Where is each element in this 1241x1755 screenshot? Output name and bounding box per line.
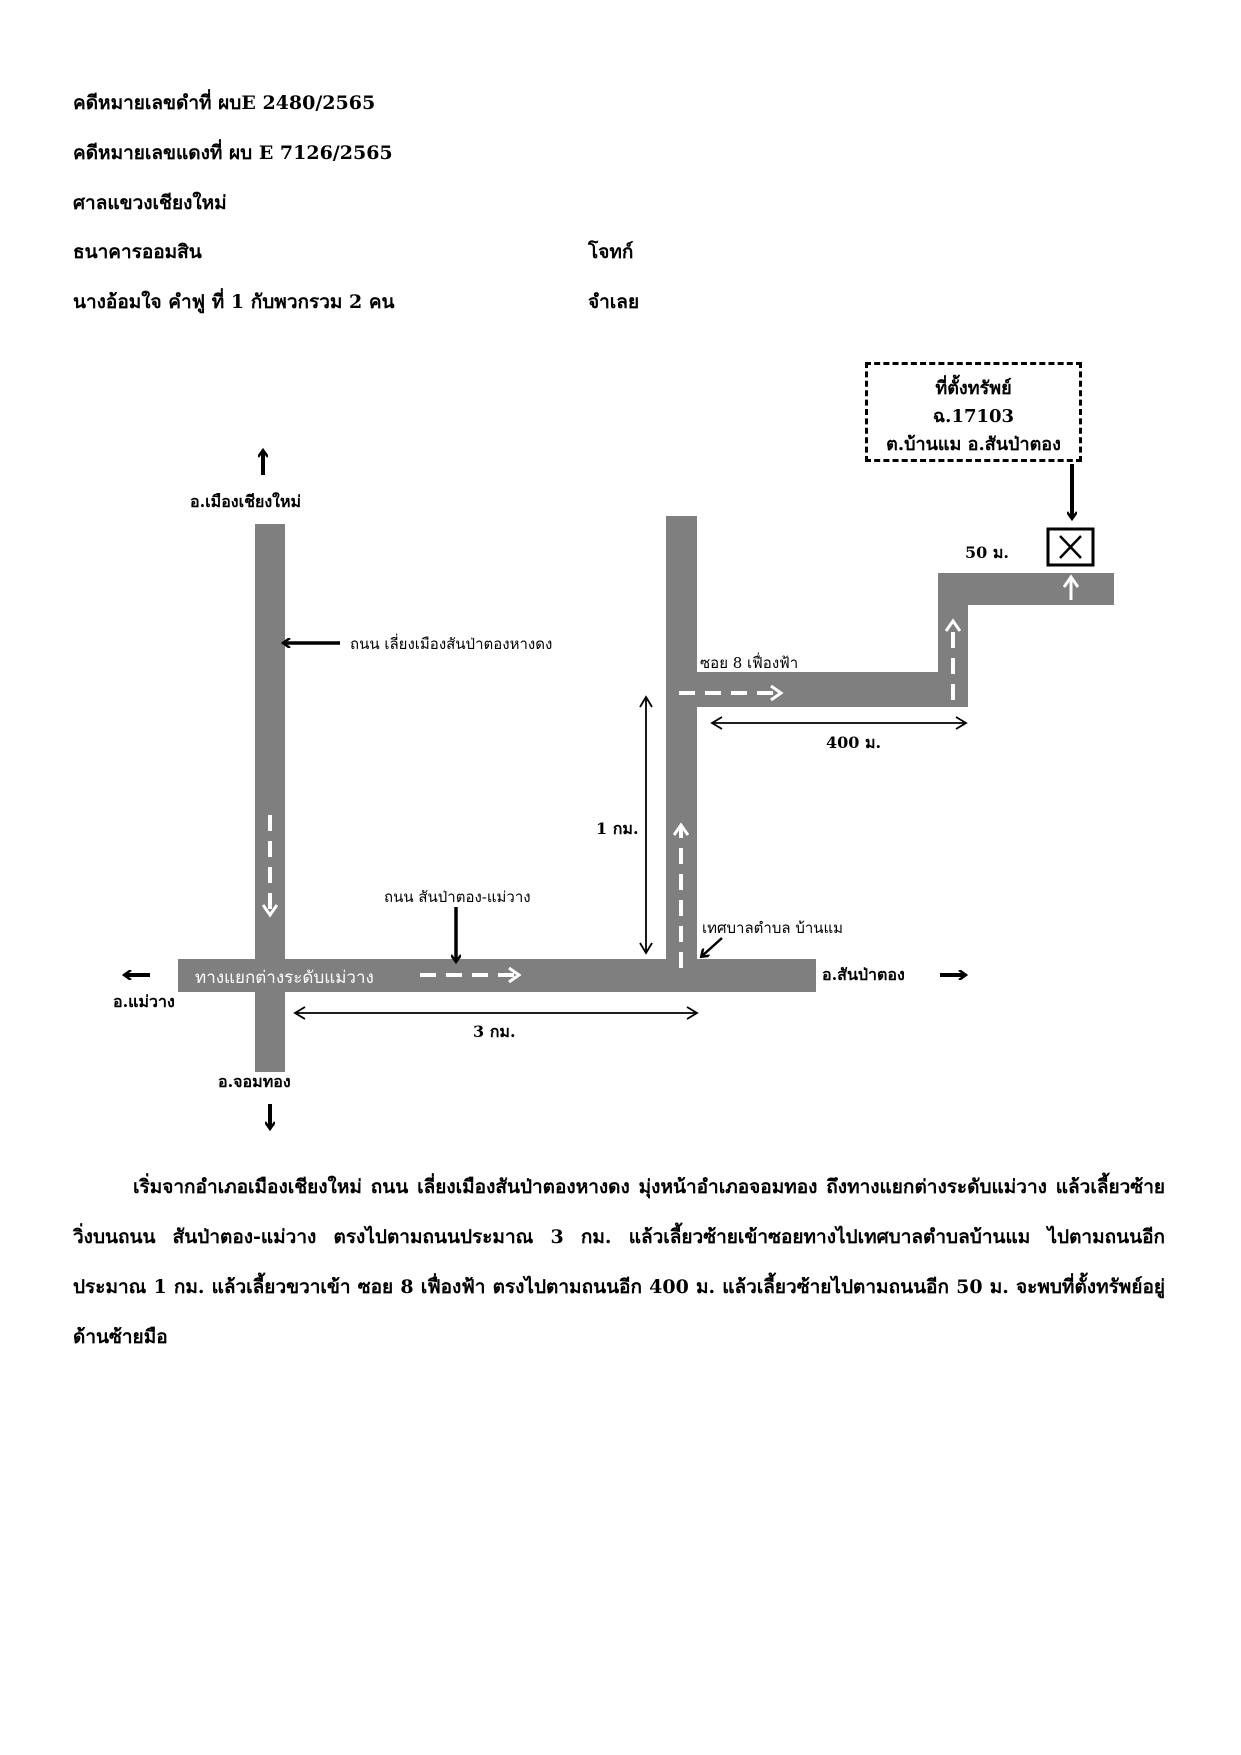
plaintiff-role: โจทก์ bbox=[588, 241, 634, 263]
label-west: อ.แม่วาง bbox=[113, 992, 175, 1011]
label-north: อ.เมืองเชียงใหม่ bbox=[190, 492, 302, 511]
directions-text: เริ่มจากอำเภอเมืองเชียงใหม่ ถนน เลี่ยงเม… bbox=[73, 1176, 1165, 1348]
label-interchange: ทางแยกต่างระดับแม่วาง bbox=[195, 968, 374, 988]
road-soi-8 bbox=[666, 672, 966, 707]
label-dist-1km: 1 กม. bbox=[596, 819, 639, 838]
property-title: ที่ตั้งทรัพย์ bbox=[935, 378, 1012, 399]
defendant-role: จำเลย bbox=[588, 291, 640, 313]
property-location-box: ที่ตั้งทรัพย์ ฉ.17103 ต.บ้านแม อ.สันป่าต… bbox=[865, 362, 1082, 462]
property-marker-icon bbox=[1046, 527, 1095, 567]
directions-paragraph: เริ่มจากอำเภอเมืองเชียงใหม่ ถนน เลี่ยงเม… bbox=[73, 1162, 1165, 1362]
defendant-name: นางอ้อมใจ คำฟู ที่ 1 กับพวกรวม 2 คน bbox=[73, 291, 395, 313]
label-soi: ซอย 8 เฟื่องฟ้า bbox=[700, 654, 799, 672]
label-dist-3km: 3 กม. bbox=[473, 1022, 516, 1041]
label-south: อ.จอมทอง bbox=[218, 1072, 291, 1091]
road-final bbox=[938, 573, 1114, 605]
property-deed-number: ฉ.17103 bbox=[932, 406, 1015, 427]
label-municipality: เทศบาลตำบล บ้านแม bbox=[702, 919, 844, 937]
label-dist-400m: 400 ม. bbox=[826, 733, 882, 752]
label-road-sanpatong: ถนน สันป่าตอง-แม่วาง bbox=[384, 888, 531, 906]
black-case-number: คดีหมายเลขดำที่ ผบE 2480/2565 bbox=[73, 92, 376, 114]
red-case-number: คดีหมายเลขแดงที่ ผบ E 7126/2565 bbox=[73, 142, 393, 164]
road-sanpatong-maewang bbox=[178, 959, 816, 992]
label-east: อ.สันป่าตอง bbox=[822, 965, 905, 984]
plaintiff-name: ธนาคารออมสิน bbox=[73, 241, 202, 263]
label-dist-50m: 50 ม. bbox=[965, 543, 1009, 562]
municipality-pointer-arrow-icon bbox=[702, 937, 723, 956]
property-location: ต.บ้านแม อ.สันป่าตอง bbox=[886, 434, 1061, 455]
label-road-bypass: ถนน เลี่ยงเมืองสันป่าตองหางดง bbox=[350, 635, 553, 653]
court-name: ศาลแขวงเชียงใหม่ bbox=[73, 192, 227, 214]
